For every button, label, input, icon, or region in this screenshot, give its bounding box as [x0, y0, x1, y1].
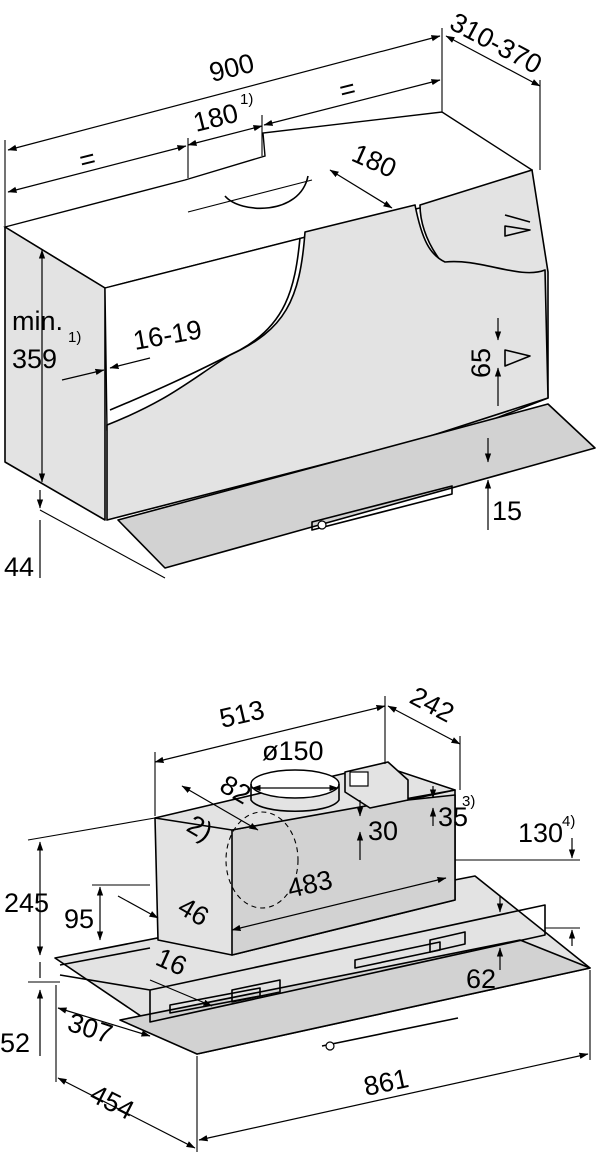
- hood-pullout: [117, 403, 596, 569]
- bracket-lower: [504, 349, 531, 367]
- label-861: 861: [361, 1063, 411, 1102]
- top-view-figure: 900 310-370 = = 180 1) 180 min. 359 1) 1…: [3, 7, 596, 582]
- label-min: min.: [12, 306, 63, 336]
- label-height-359: 359: [12, 344, 57, 374]
- front-knob: [325, 1041, 335, 1051]
- dim-panel-thickness: [61, 368, 105, 381]
- bracket-upper: [504, 214, 531, 237]
- label-note-4: 4): [562, 813, 575, 830]
- dim-307: [57, 1007, 151, 1037]
- rail-clip-1: [231, 979, 281, 1003]
- rail-clip-2: [429, 931, 466, 953]
- label-307: 307: [64, 1007, 116, 1049]
- label-242: 242: [405, 681, 459, 729]
- label-equal-right: =: [336, 73, 359, 106]
- dim-16: [149, 979, 213, 1007]
- dim-513: [154, 704, 386, 764]
- dim-310-370: [445, 35, 541, 87]
- dim-900: [7, 35, 441, 151]
- dim-454: [57, 1077, 196, 1149]
- dim-861: [198, 1052, 589, 1142]
- label-245: 245: [4, 888, 49, 918]
- label-44: 44: [4, 552, 34, 582]
- label-900: 900: [206, 48, 257, 88]
- cabinet-panel-edge: [109, 237, 301, 411]
- ext-245-top: [27, 817, 156, 841]
- label-35: 35: [438, 802, 468, 832]
- dim-46: [117, 895, 159, 919]
- dim-offset-180: [187, 125, 263, 146]
- label-130: 130: [518, 818, 563, 848]
- label-height-note: 1): [68, 329, 81, 346]
- dim-242: [387, 705, 461, 745]
- label-513: 513: [217, 694, 268, 733]
- dim-equal-left: [7, 145, 187, 193]
- label-note-3: 3): [462, 793, 475, 810]
- dim-panel-thickness-r: [109, 357, 151, 369]
- dim-equal-right: [263, 79, 441, 126]
- label-offset-note: 1): [240, 91, 253, 108]
- hood-body: [106, 204, 549, 521]
- label-62: 62: [466, 964, 496, 994]
- label-15: 15: [492, 496, 522, 526]
- dim-483: [231, 876, 447, 932]
- label-65: 65: [466, 348, 496, 378]
- label-454: 454: [85, 1079, 139, 1126]
- dim-lip-line: [39, 509, 166, 579]
- bottom-view-figure: 513 242 ø150 82 2) 30 35 3) 130 4) 245: [0, 681, 591, 1152]
- label-52: 52: [0, 1028, 30, 1058]
- cabinet-left-wall: [4, 226, 106, 521]
- duct-collar-top: [250, 769, 340, 799]
- dim-cutout-180: [329, 169, 393, 209]
- label-duct-150: ø150: [262, 736, 324, 766]
- dim-82: [181, 785, 259, 831]
- electrical-box-face: [349, 771, 369, 787]
- label-equal-left: =: [76, 143, 99, 176]
- pullout-handle: [311, 485, 453, 531]
- cutout-centerline: [187, 179, 313, 213]
- pullout-knob: [317, 520, 327, 530]
- label-95: 95: [64, 904, 94, 934]
- label-30: 30: [368, 816, 398, 846]
- front-handle: [321, 1017, 459, 1047]
- label-offset-180: 180: [190, 98, 241, 138]
- canopy-front-strip: [119, 939, 591, 1055]
